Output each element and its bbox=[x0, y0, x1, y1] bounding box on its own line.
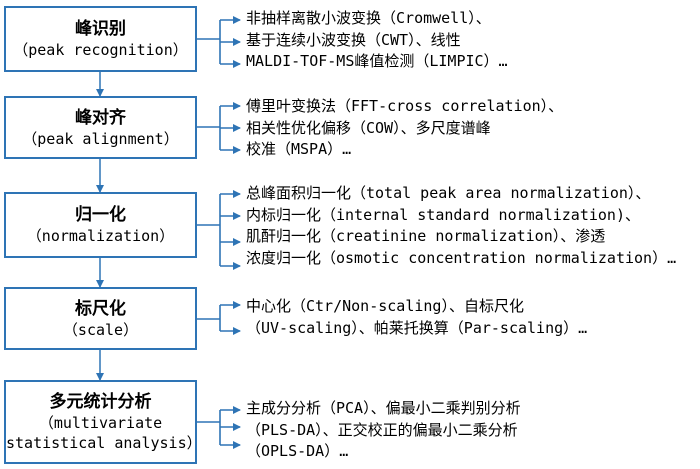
step-description-scale: 中心化（Ctr/Non-scaling）、自标尺化 （UV-scaling）、帕… bbox=[246, 296, 587, 339]
connector-1 bbox=[197, 16, 241, 68]
step-title-en: （peak alignment） bbox=[22, 129, 179, 148]
description-line: 肌酐归一化（creatinine normalization）、渗透 bbox=[246, 227, 606, 245]
step-box-peak-recognition: 峰识别 （peak recognition） bbox=[4, 6, 197, 72]
connector-2 bbox=[197, 102, 241, 154]
step-title-en: （peak recognition） bbox=[13, 41, 188, 59]
description-line: 校准（MSPA）… bbox=[246, 140, 352, 158]
description-line: 基于连续小波变换（CWT）、线性 bbox=[246, 30, 461, 49]
step-box-peak-alignment: 峰对齐 （peak alignment） bbox=[4, 96, 197, 159]
step-description-peak-alignment: 傅里叶变换法（FFT-cross correlation）、 相关性优化偏移（C… bbox=[246, 96, 563, 161]
step-title-en: （multivariate bbox=[38, 414, 163, 432]
step-title-zh: 峰对齐 bbox=[75, 107, 126, 128]
description-line: （OPLS-DA）… bbox=[246, 442, 349, 460]
connector-5 bbox=[197, 406, 241, 449]
step-title-zh: 多元统计分析 bbox=[49, 392, 152, 412]
step-description-normalization: 总峰面积归一化（total peak area normalization）、 … bbox=[246, 183, 676, 269]
step-title-en: statistical analysis） bbox=[6, 434, 202, 452]
step-title-zh: 标尺化 bbox=[75, 298, 126, 319]
description-line: 总峰面积归一化（total peak area normalization）、 bbox=[246, 184, 651, 202]
step-title-zh: 归一化 bbox=[75, 205, 126, 225]
description-line: 浓度归一化（osmotic concentration normalizatio… bbox=[246, 248, 677, 267]
description-line: 内标归一化（internal standard normalization)、 bbox=[246, 205, 640, 224]
step-title-zh: 峰识别 bbox=[75, 19, 126, 39]
step-box-normalization: 归一化 （normalization） bbox=[4, 192, 197, 258]
step-description-multivariate-analysis: 主成分分析（PCA）、偏最小二乘判别分析 （PLS-DA）、正交校正的偏最小二乘… bbox=[246, 398, 521, 463]
description-line: 中心化（Ctr/Non-scaling）、自标尺化 bbox=[246, 297, 524, 315]
step-box-scale: 标尺化 （scale） bbox=[4, 287, 197, 350]
description-line: （UV-scaling）、帕莱托换算（Par-scaling）… bbox=[246, 318, 588, 337]
description-line: MALDI-TOF-MS峰值检测（LIMPIC）… bbox=[246, 52, 508, 70]
connector-4 bbox=[197, 301, 241, 335]
description-line: 傅里叶变换法（FFT-cross correlation）、 bbox=[246, 97, 564, 115]
step-title-en: （normalization） bbox=[26, 227, 175, 245]
step-description-peak-recognition: 非抽样离散小波变换（Cromwell）、 基于连续小波变换（CWT）、线性 MA… bbox=[246, 8, 508, 73]
description-line: 主成分分析（PCA）、偏最小二乘判别分析 bbox=[246, 399, 521, 417]
description-line: （PLS-DA）、正交校正的偏最小二乘分析 bbox=[246, 420, 518, 439]
description-line: 非抽样离散小波变换（Cromwell）、 bbox=[246, 9, 491, 27]
step-title-en: （scale） bbox=[62, 320, 139, 339]
connector-3 bbox=[197, 190, 241, 270]
description-line: 相关性优化偏移（COW）、多尺度谱峰 bbox=[246, 118, 491, 137]
step-box-multivariate-analysis: 多元统计分析 （multivariate statistical analysi… bbox=[4, 380, 202, 464]
